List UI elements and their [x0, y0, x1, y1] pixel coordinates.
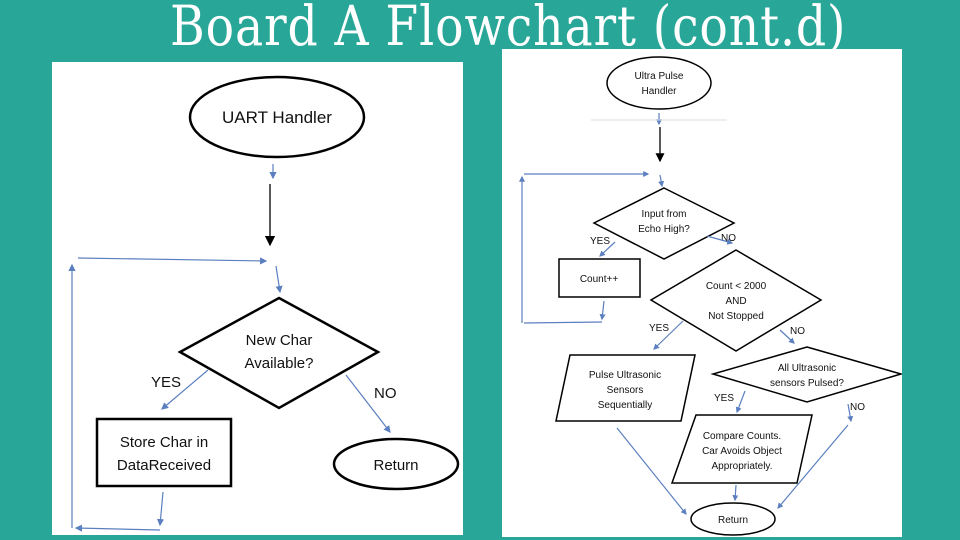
- connector: [275, 265, 283, 294]
- yes-connector: [599, 241, 616, 257]
- process-count: Count++: [558, 258, 641, 298]
- svg-text:Return: Return: [373, 457, 418, 474]
- svg-text:Sensors: Sensors: [607, 385, 644, 396]
- no-connector: [345, 374, 391, 433]
- svg-text:Pulse Ultrasonic: Pulse Ultrasonic: [589, 370, 661, 381]
- decision-count-limit: Count < 2000 AND Not Stopped: [649, 249, 823, 352]
- svg-text:All Ultrasonic: All Ultrasonic: [778, 363, 836, 374]
- svg-text:Input from: Input from: [641, 209, 686, 220]
- process-store-char: Store Char in DataReceived: [95, 417, 233, 488]
- svg-text:Sequentially: Sequentially: [598, 400, 652, 411]
- svg-text:AND: AND: [725, 296, 746, 307]
- connector: [616, 427, 687, 515]
- connector: [599, 300, 606, 321]
- decision-all-pulsed: All Ultrasonic sensors Pulsed?: [710, 346, 902, 403]
- no-connector: [847, 403, 854, 423]
- svg-text:Available?: Available?: [245, 355, 314, 372]
- yes-label: YES: [590, 236, 610, 247]
- no-label: NO: [850, 402, 865, 413]
- svg-text:DataReceived: DataReceived: [117, 457, 211, 474]
- svg-text:Store Char in: Store Char in: [120, 434, 208, 451]
- no-label: NO: [721, 233, 736, 244]
- svg-text:sensors Pulsed?: sensors Pulsed?: [770, 378, 844, 389]
- svg-text:Compare Counts.: Compare Counts.: [703, 431, 781, 442]
- connector: [156, 491, 165, 527]
- io-pulse-sensors: Pulse Ultrasonic Sensors Sequentially: [555, 354, 696, 422]
- svg-text:New Char: New Char: [246, 332, 313, 349]
- yes-label: YES: [151, 374, 181, 391]
- svg-text:Ultra Pulse: Ultra Pulse: [635, 71, 684, 82]
- yes-connector: [653, 320, 684, 350]
- svg-text:Handler: Handler: [641, 86, 677, 97]
- svg-text:Count++: Count++: [580, 274, 619, 285]
- no-connector: [777, 424, 849, 509]
- svg-text:Echo High?: Echo High?: [638, 224, 690, 235]
- svg-text:Return: Return: [718, 515, 748, 526]
- svg-text:Car Avoids Object: Car Avoids Object: [702, 446, 782, 457]
- start-label: UART Handler: [222, 108, 332, 127]
- connector: [658, 174, 665, 188]
- connector: [732, 484, 739, 502]
- decision-new-char: New Char Available?: [177, 296, 381, 410]
- no-connector: [706, 235, 734, 245]
- svg-text:Not Stopped: Not Stopped: [708, 311, 764, 322]
- uart-flowchart-panel: UART Handler New Char Available? YES NO …: [52, 62, 463, 535]
- start-terminal: UART Handler: [188, 75, 366, 159]
- io-compare-counts: Compare Counts. Car Avoids Object Approp…: [670, 414, 813, 484]
- decision-echo-high: Input from Echo High?: [592, 187, 736, 260]
- yes-label: YES: [649, 323, 669, 334]
- svg-text:Count < 2000: Count < 2000: [706, 281, 767, 292]
- yes-connector: [735, 390, 746, 414]
- no-connector: [779, 329, 795, 344]
- loop-connector: [77, 257, 268, 265]
- yes-connector: [161, 369, 209, 410]
- start-terminal: Ultra Pulse Handler: [606, 56, 712, 110]
- return-terminal: Return: [332, 437, 460, 491]
- yes-label: YES: [714, 393, 734, 404]
- return-terminal: Return: [690, 502, 776, 536]
- ultra-pulse-flowchart-panel: Ultra Pulse Handler Input from Echo High…: [502, 49, 902, 537]
- loop-connector: [74, 524, 161, 532]
- no-label: NO: [790, 326, 805, 337]
- svg-text:Appropriately.: Appropriately.: [712, 461, 773, 472]
- slide-title: Board A Flowchart (cont.d): [170, 0, 847, 58]
- loop-connector: [523, 321, 603, 324]
- no-label: NO: [374, 385, 397, 402]
